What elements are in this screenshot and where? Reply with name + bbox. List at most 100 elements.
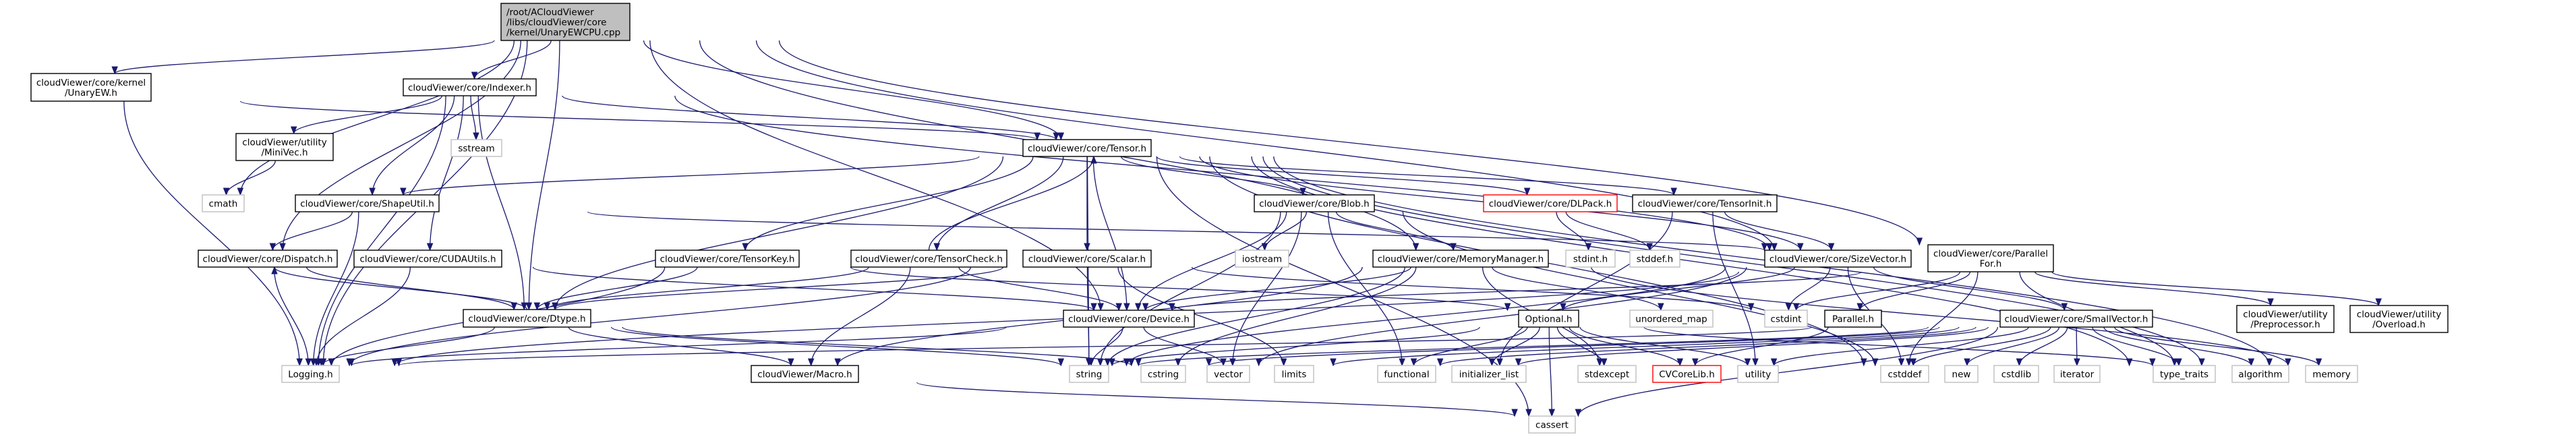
node-optional[interactable]: Optional.h bbox=[1518, 310, 1579, 328]
arrowhead-icon bbox=[328, 358, 335, 367]
edge-indexer-to-dtype bbox=[477, 95, 525, 310]
node-label: limits bbox=[1282, 370, 1307, 380]
node-tensor[interactable]: cloudViewer/core/Tensor.h bbox=[1022, 139, 1152, 157]
node-label: initializer_list bbox=[1459, 370, 1519, 380]
node-scalar[interactable]: cloudViewer/core/Scalar.h bbox=[1022, 250, 1152, 268]
node-sizevector[interactable]: cloudViewer/core/SizeVector.h bbox=[1764, 250, 1912, 268]
node-box bbox=[1140, 365, 1186, 383]
edge-smallvector-to-cstddef bbox=[1912, 326, 2051, 366]
arrowhead-icon bbox=[2248, 358, 2255, 367]
arrowhead-icon bbox=[1057, 358, 1065, 367]
edge-cudautils-to-logging bbox=[316, 266, 411, 366]
arrowhead-icon bbox=[223, 187, 230, 196]
arrowhead-icon bbox=[369, 187, 376, 196]
node-macro[interactable]: cloudViewer/Macro.h bbox=[751, 365, 859, 383]
node-logging: Logging.h bbox=[281, 365, 340, 383]
node-unaryew[interactable]: cloudViewer/core/kernel/UnaryEW.h bbox=[30, 73, 152, 102]
arrowhead-icon bbox=[1109, 358, 1115, 367]
arrowhead-icon bbox=[1797, 243, 1804, 252]
edge-tensor-to-device bbox=[1092, 156, 1128, 311]
node-tensorkey[interactable]: cloudViewer/core/TensorKey.h bbox=[655, 250, 800, 268]
node-indexer[interactable]: cloudViewer/core/Indexer.h bbox=[403, 78, 537, 96]
arrowhead-icon bbox=[1771, 243, 1778, 252]
arrowhead-icon bbox=[2074, 358, 2080, 367]
arrowhead-icon bbox=[1097, 303, 1104, 312]
node-label: cloudViewer/utility bbox=[242, 138, 326, 148]
node-box bbox=[450, 139, 502, 157]
arrowhead-icon bbox=[1523, 187, 1531, 196]
arrowhead-icon bbox=[348, 358, 355, 367]
node-label: cloudViewer/core/Dispatch.h bbox=[203, 254, 333, 265]
edge-unaryew-to-logging bbox=[123, 100, 300, 366]
node-box bbox=[1629, 250, 1680, 268]
node-overload[interactable]: cloudViewer/utility/Overload.h bbox=[2349, 305, 2449, 333]
arrowhead-icon bbox=[1255, 358, 1262, 367]
arrowhead-icon bbox=[426, 243, 434, 252]
node-label: stdexcept bbox=[1585, 370, 1629, 380]
arrowhead-icon bbox=[271, 266, 278, 274]
node-blob[interactable]: cloudViewer/core/Blob.h bbox=[1254, 194, 1375, 212]
node-algorithm: algorithm bbox=[2231, 365, 2289, 383]
node-cudautils[interactable]: cloudViewer/core/CUDAUtils.h bbox=[353, 250, 502, 268]
arrowhead-icon bbox=[1916, 237, 1923, 246]
node-parallel[interactable]: Parallel.h bbox=[1824, 310, 1882, 328]
edge-smallvector-to-initializer_list bbox=[1517, 326, 1989, 366]
edge-blob-to-device bbox=[1138, 211, 1287, 311]
arrowhead-icon bbox=[1410, 358, 1417, 367]
arrowhead-icon bbox=[1205, 358, 1212, 367]
arrowhead-icon bbox=[473, 132, 479, 141]
node-box bbox=[281, 365, 340, 383]
edge-dlpack-to-stdint_h bbox=[1556, 211, 1589, 251]
node-label: cloudViewer/core/kernel bbox=[36, 78, 146, 88]
arrowhead-icon bbox=[1034, 132, 1041, 141]
node-dlpack[interactable]: cloudViewer/core/DLPack.h bbox=[1483, 194, 1618, 212]
node-label: memory bbox=[2312, 370, 2350, 380]
edge-scalar-to-cstdint bbox=[1191, 266, 1752, 311]
node-label: cloudViewer/core/Dtype.h bbox=[468, 314, 585, 324]
arrowhead-icon bbox=[807, 358, 815, 367]
edge-dtype-to-string bbox=[610, 326, 1061, 366]
node-preprocessor[interactable]: cloudViewer/utility/Preprocessor.h bbox=[2236, 305, 2335, 333]
node-smallvector[interactable]: cloudViewer/core/SmallVector.h bbox=[1999, 310, 2153, 328]
edge-indexer-to-minivec bbox=[293, 95, 442, 134]
edge-smallvector-to-new bbox=[1966, 326, 2060, 366]
edge-tensorcheck-to-tensor bbox=[928, 156, 1094, 251]
arrowhead-icon bbox=[1827, 243, 1835, 252]
node-limits: limits bbox=[1274, 365, 1314, 383]
arrowhead-icon bbox=[1399, 358, 1405, 367]
edge-tensor-to-algorithm bbox=[1262, 156, 2202, 366]
node-minivec[interactable]: cloudViewer/utility/MiniVec.h bbox=[235, 133, 334, 161]
arrowhead-icon bbox=[533, 302, 541, 311]
node-box bbox=[463, 309, 591, 328]
node-memorymanager[interactable]: cloudViewer/core/MemoryManager.h bbox=[1372, 250, 1549, 268]
arrowhead-icon bbox=[834, 358, 841, 367]
arrowhead-icon bbox=[1115, 303, 1122, 312]
arrowhead-icon bbox=[1511, 409, 1518, 417]
node-cvcorelib[interactable]: CVCoreLib.h bbox=[1652, 365, 1722, 383]
node-dispatch[interactable]: cloudViewer/core/Dispatch.h bbox=[198, 250, 338, 268]
node-tensorcheck[interactable]: cloudViewer/core/TensorCheck.h bbox=[850, 250, 1007, 268]
node-label: cloudViewer/utility bbox=[2243, 310, 2327, 320]
edge-blob-to-memorymanager bbox=[1335, 211, 1454, 251]
edge-parallelfor-to-preprocessor bbox=[2034, 271, 2271, 306]
arrowhead-icon bbox=[1175, 358, 1181, 367]
node-label: functional bbox=[1384, 370, 1429, 380]
node-stdint-h: stdint.h bbox=[1565, 250, 1616, 268]
edge-scalar-to-dtype bbox=[554, 266, 1004, 310]
edge-tensor-to-tensorinit bbox=[1179, 156, 1674, 196]
arrowhead-icon bbox=[1596, 358, 1603, 367]
node-label: For.h bbox=[1980, 259, 2002, 270]
arrowhead-icon bbox=[471, 71, 478, 80]
edge-dtype-to-dispatch bbox=[274, 266, 528, 310]
node-shapeutil[interactable]: cloudViewer/core/ShapeUtil.h bbox=[295, 194, 440, 212]
arrowhead-icon bbox=[1761, 243, 1768, 252]
edge-device-to-vector bbox=[1143, 326, 1224, 366]
arrowhead-icon bbox=[269, 243, 276, 252]
node-tensorinit[interactable]: cloudViewer/core/TensorInit.h bbox=[1632, 194, 1778, 212]
node-label: cloudViewer/core/Scalar.h bbox=[1028, 254, 1146, 265]
node-label: Parallel.h bbox=[1832, 314, 1874, 325]
node-device[interactable]: cloudViewer/core/Device.h bbox=[1063, 310, 1195, 328]
node-dtype[interactable]: cloudViewer/core/Dtype.h bbox=[463, 309, 591, 328]
node-iostream: iostream bbox=[1235, 250, 1289, 268]
